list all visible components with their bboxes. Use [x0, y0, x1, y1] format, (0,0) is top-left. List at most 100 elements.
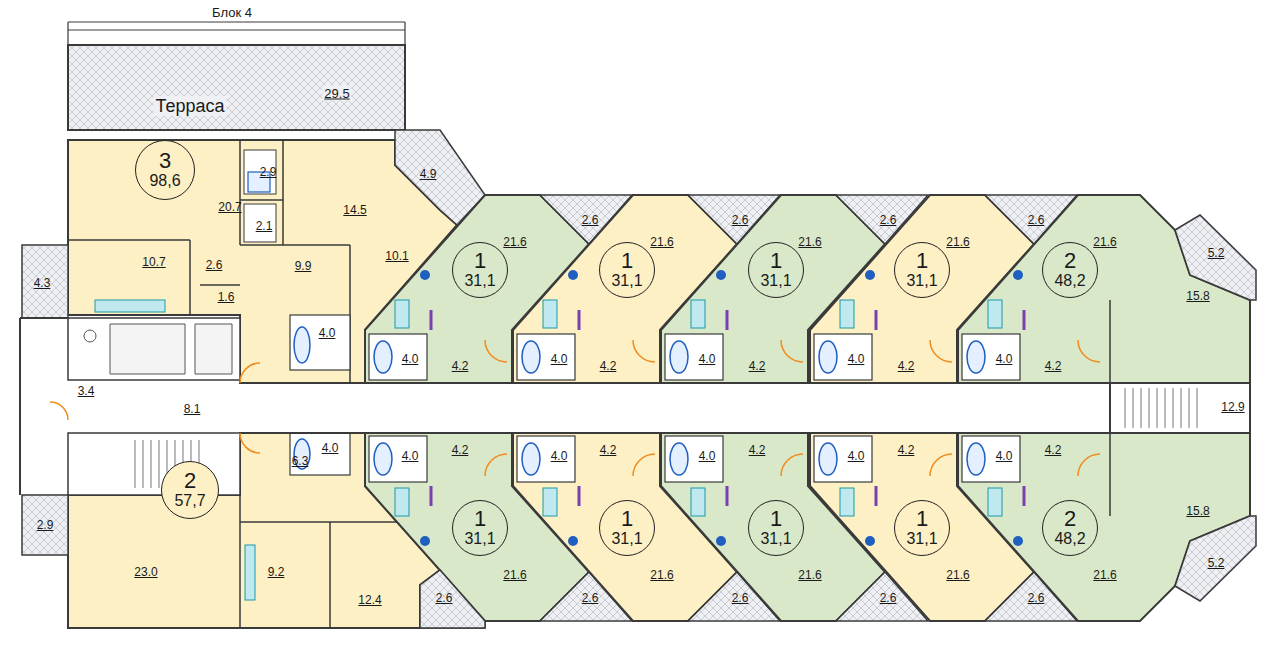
room-area: 4.0 [551, 450, 568, 462]
room-area: 4.0 [699, 450, 716, 462]
terrace-area: Терраса29.5 [68, 45, 405, 130]
apartment-badge: 398,6 [135, 140, 195, 200]
block-title: Блок 4 [212, 6, 252, 19]
apartment-area: 31,1 [760, 530, 791, 548]
apartment-badge: 131,1 [452, 500, 508, 556]
wc [244, 204, 276, 242]
room-area: 21.6 [503, 236, 526, 248]
room-area: 2.6 [582, 592, 599, 604]
room-area: 15.8 [1186, 290, 1209, 302]
apartment-area: 31,1 [611, 530, 642, 548]
room-area: 2.6 [880, 592, 897, 604]
room-area: 9.9 [295, 260, 312, 272]
stairwell [1110, 383, 1250, 433]
shaft-symbol [84, 330, 96, 342]
room-count: 3 [159, 150, 171, 172]
room-area: 2.6 [582, 214, 599, 226]
room-area: 4.9 [420, 168, 437, 180]
apartment-area: 31,1 [906, 530, 937, 548]
stairs [1125, 388, 1197, 428]
room-area: 4.3 [34, 277, 51, 289]
apartment-area: 31,1 [611, 272, 642, 290]
kitchen-counter [245, 545, 255, 600]
room-area: 4.2 [452, 444, 469, 456]
room-area: 21.6 [798, 236, 821, 248]
room-area: 5.2 [1208, 557, 1225, 569]
bathroom [290, 433, 350, 475]
room-area: 4.2 [600, 360, 617, 372]
room-area: 4.0 [319, 327, 336, 339]
room-area: 6.3 [292, 455, 309, 467]
room-area: 21.6 [946, 236, 969, 248]
room-area: 4.2 [898, 444, 915, 456]
room-area: 2.9 [260, 166, 277, 178]
room-area: 4.0 [996, 450, 1013, 462]
room-count: 1 [770, 250, 782, 272]
room-area: 4.0 [996, 353, 1013, 365]
room-area: 4.2 [600, 444, 617, 456]
room-area: 8.1 [184, 403, 201, 415]
apartment-area: 31,1 [906, 272, 937, 290]
room-area: 10.1 [385, 250, 408, 262]
lift [110, 324, 232, 374]
room-area: 2.6 [732, 214, 749, 226]
room-count: 1 [621, 250, 633, 272]
room-area: 2.1 [256, 220, 273, 232]
room-area: 4.0 [551, 353, 568, 365]
apartment-badge: 131,1 [894, 242, 950, 298]
room-count: 1 [474, 508, 486, 530]
apartment-area: 48,2 [1054, 530, 1085, 548]
apartment-badge: 248,2 [1042, 242, 1098, 298]
room-count: 2 [1064, 250, 1076, 272]
room-area: 4.2 [1045, 444, 1062, 456]
room-area: 2.9 [37, 519, 54, 531]
room-area: 10.7 [142, 256, 165, 268]
room-area: 4.2 [749, 444, 766, 456]
room-count: 1 [916, 508, 928, 530]
bathtub [294, 327, 310, 363]
apartment-area: 48,2 [1054, 272, 1085, 290]
room-area: 4.0 [322, 442, 339, 454]
room-area: 2.6 [732, 592, 749, 604]
apartment-badge: 131,1 [748, 242, 804, 298]
apartment-badge: 248,2 [1042, 500, 1098, 556]
balcony [420, 570, 485, 628]
door-swing [50, 363, 260, 453]
room-area: 4.2 [749, 360, 766, 372]
apartment-2room [958, 433, 1256, 621]
room-area: 2.6 [880, 214, 897, 226]
room-area: 21.6 [1093, 569, 1116, 581]
room-area: 14.5 [343, 204, 366, 216]
room-area: 21.6 [798, 569, 821, 581]
room-area: 3.4 [78, 385, 95, 397]
room-area: 4.0 [848, 353, 865, 365]
apartment-area: 98,6 [149, 172, 180, 190]
room-area: 4.0 [699, 353, 716, 365]
room-area: 9.2 [268, 566, 285, 578]
room-area: 23.0 [134, 566, 157, 578]
apartment-badge: 257,7 [161, 461, 219, 519]
room-count: 1 [621, 508, 633, 530]
room-area: 5.2 [1208, 247, 1225, 259]
room-area: 2.6 [1028, 592, 1045, 604]
apartment-badge: 131,1 [748, 500, 804, 556]
apartment-area: 57,7 [174, 492, 205, 510]
area-value: 29.5 [322, 86, 351, 101]
bathroom [290, 315, 350, 370]
room-area: 1.6 [218, 291, 235, 303]
room-count: 1 [916, 250, 928, 272]
room-area: 21.6 [946, 569, 969, 581]
room-area: 12.9 [1221, 401, 1244, 413]
apartment-badge: 131,1 [894, 500, 950, 556]
apartment-area: 31,1 [760, 272, 791, 290]
room-area: 4.0 [402, 353, 419, 365]
apartment-area: 31,1 [464, 272, 495, 290]
room-area: 21.6 [503, 569, 526, 581]
block-frame [68, 22, 405, 45]
room-area: 20.7 [218, 201, 241, 213]
room-area: 21.6 [1093, 236, 1116, 248]
lift-shaft [68, 318, 240, 380]
room-area: 4.2 [1045, 360, 1062, 372]
apartment-badge: 131,1 [452, 242, 508, 298]
